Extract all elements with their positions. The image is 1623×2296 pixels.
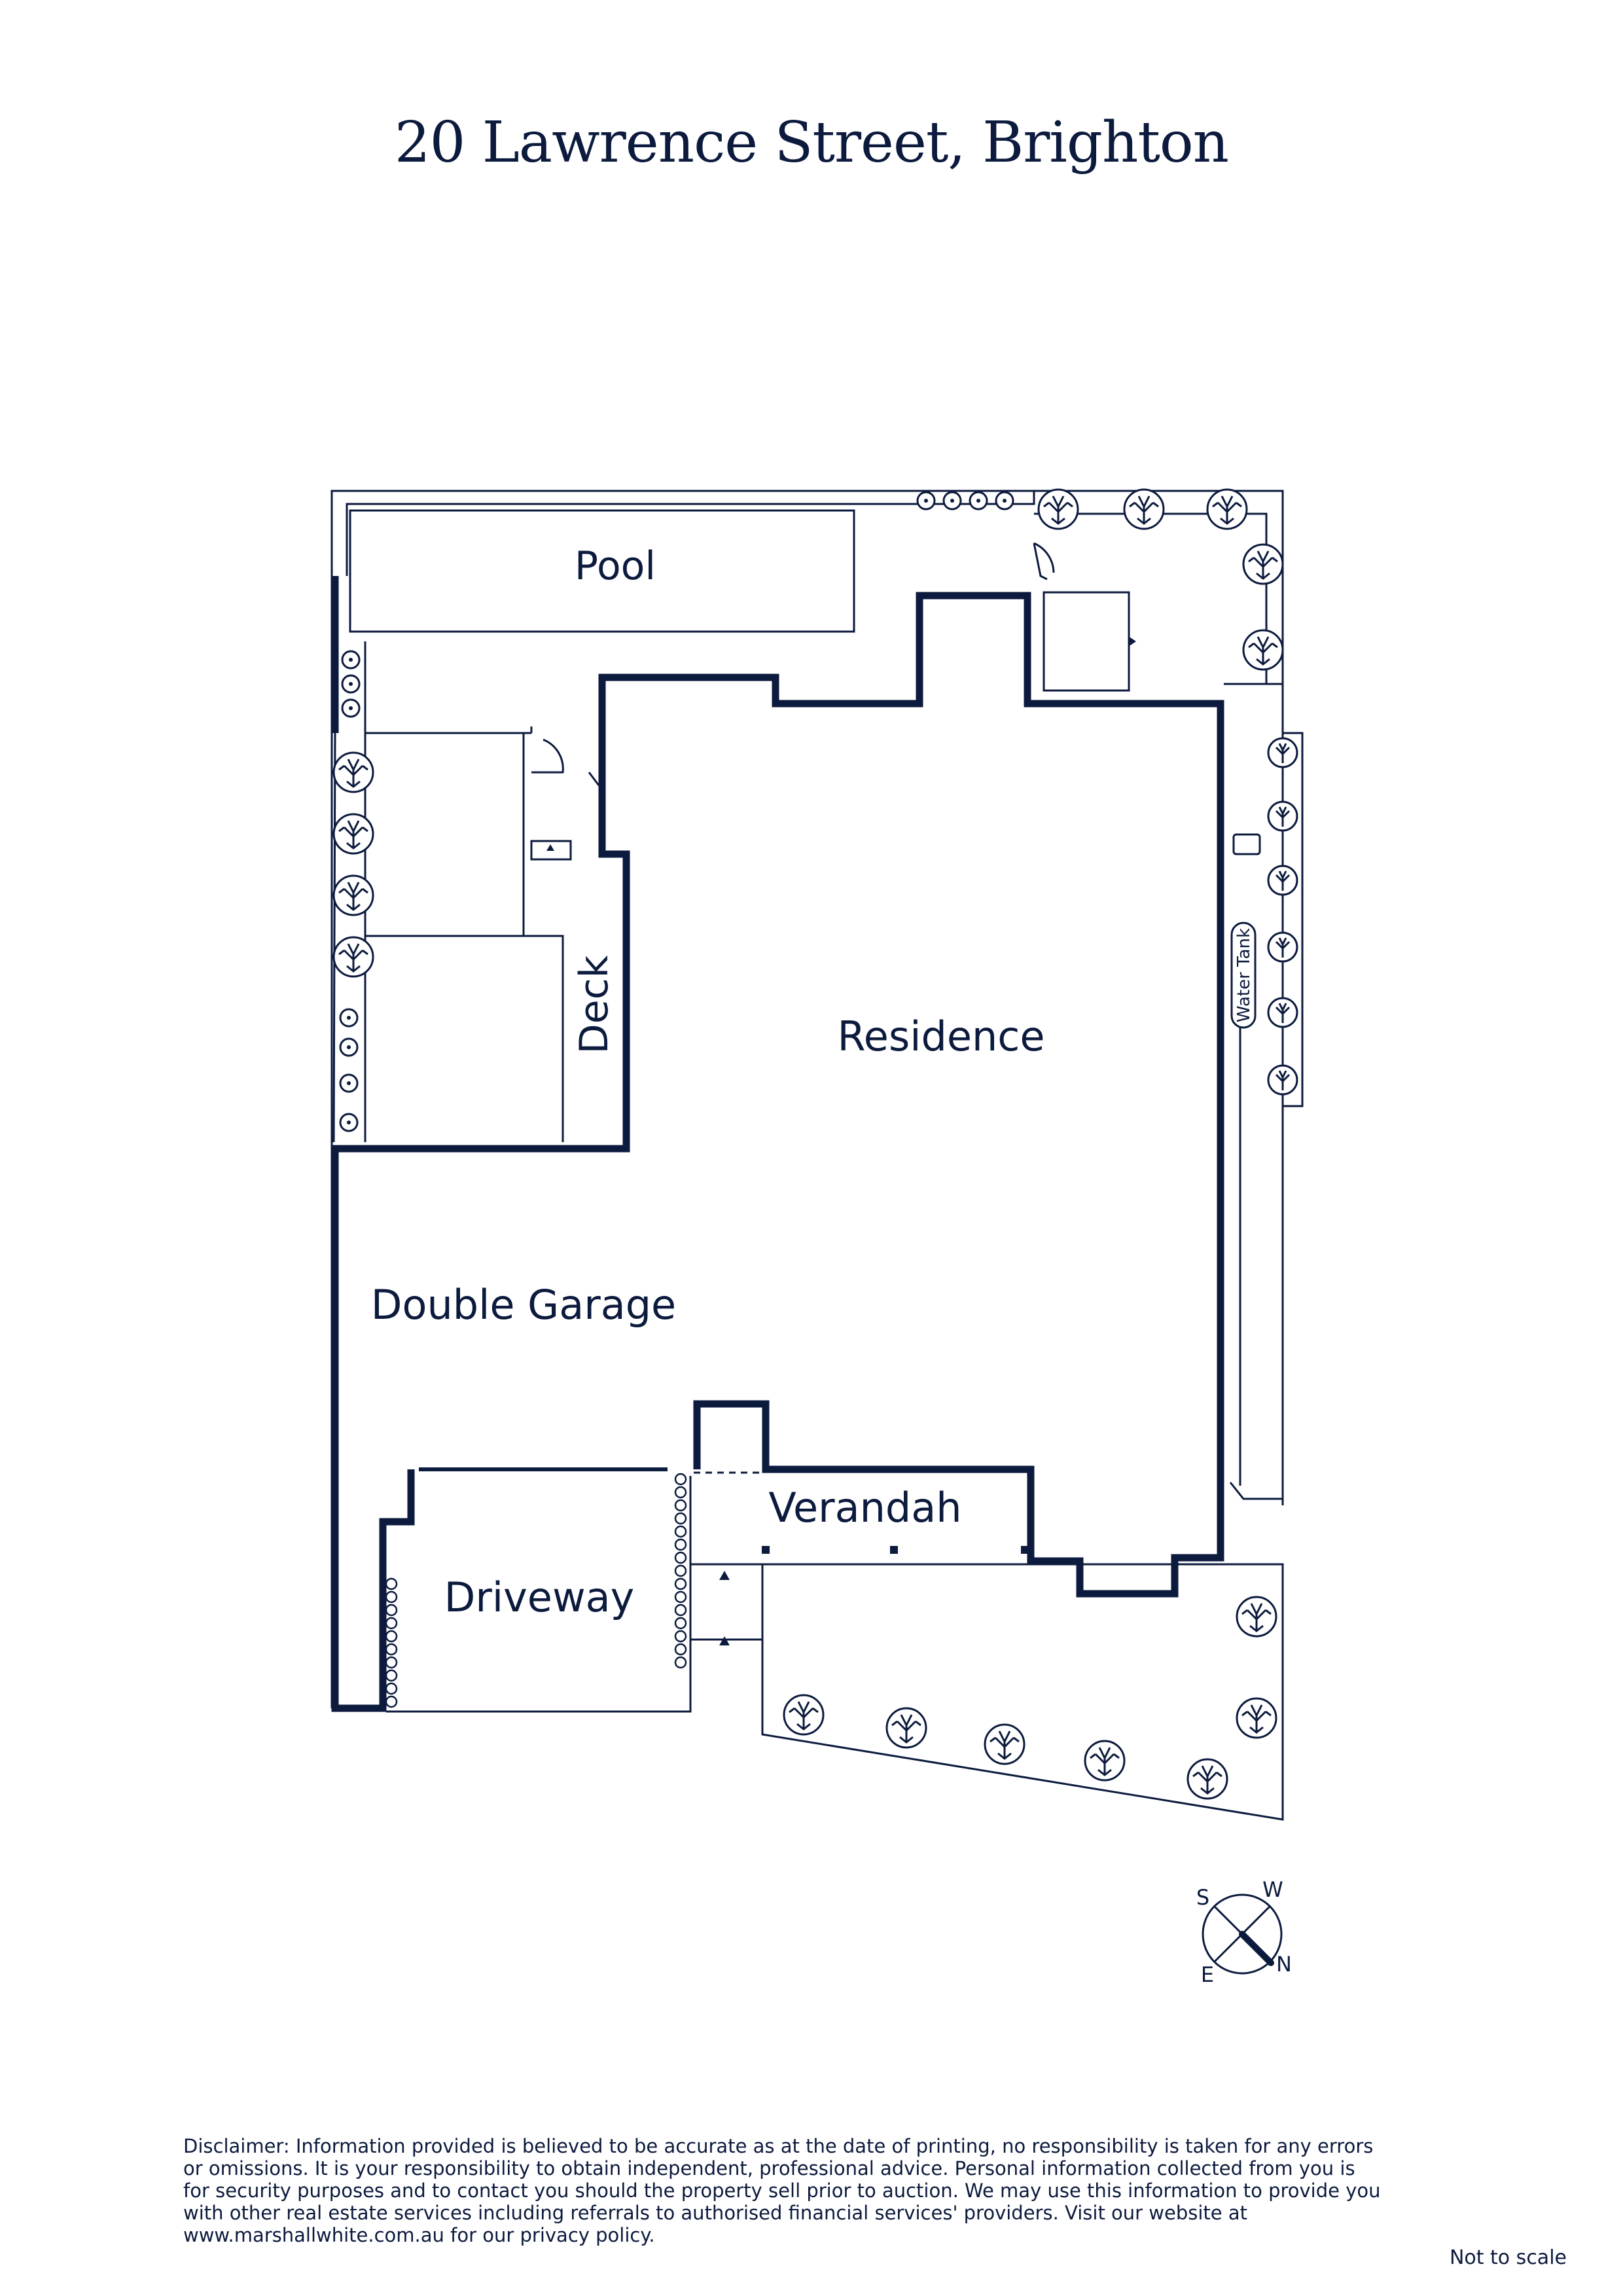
verandah-posts xyxy=(546,636,1136,1645)
verandah-label: Verandah xyxy=(768,1484,961,1532)
water-tank: Water Tank xyxy=(1230,922,1257,1029)
compass-n: N xyxy=(1276,1952,1292,1977)
compass-e: E xyxy=(1201,1962,1214,1987)
residence-label: Residence xyxy=(838,1013,1045,1060)
pool-label: Pool xyxy=(575,543,656,589)
compass-w: W xyxy=(1262,1877,1283,1902)
compass-rose: W S E N xyxy=(1196,1877,1292,1987)
driveway-label: Driveway xyxy=(444,1573,635,1621)
not-to-scale-note: Not to scale xyxy=(1449,2246,1567,2269)
page-title: 20 Lawrence Street, Brighton xyxy=(394,110,1229,175)
compass-s: S xyxy=(1196,1885,1209,1910)
building-walls xyxy=(331,576,1224,1712)
hedge-driveway-left xyxy=(385,1577,398,1708)
double-garage-label: Double Garage xyxy=(371,1281,676,1329)
hedge-driveway-right xyxy=(674,1473,687,1669)
disclaimer-text: Disclaimer: Information provided is beli… xyxy=(183,2135,1381,2246)
deck-label: Deck xyxy=(571,955,617,1054)
site-boundary xyxy=(330,490,1304,1821)
water-tank-label: Water Tank xyxy=(1234,928,1254,1022)
